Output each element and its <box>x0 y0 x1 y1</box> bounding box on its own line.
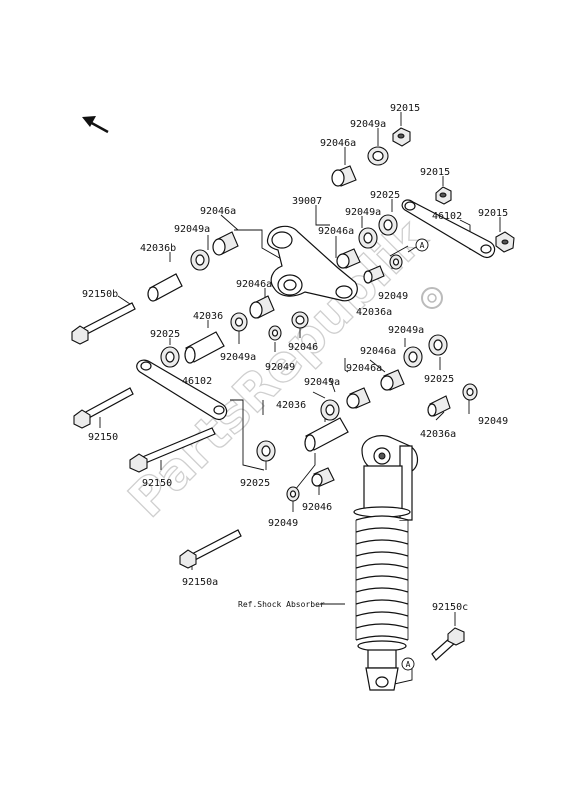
part-92046-bearing-c <box>291 311 309 329</box>
label-39007: 39007 <box>292 196 322 207</box>
svg-text:A: A <box>420 241 425 250</box>
part-92025-washer-low <box>256 440 276 462</box>
part-92015-nut-top <box>392 127 411 147</box>
part-92049-washer-right <box>462 383 478 401</box>
leader-lines <box>99 112 501 686</box>
direction-arrow-icon <box>82 116 109 134</box>
label-92049a-c: 92049a <box>220 352 256 363</box>
part-92049-washer-low <box>286 486 300 502</box>
label-92150a: 92150a <box>182 577 218 588</box>
part-42036a-sleeve-top <box>363 265 385 284</box>
part-92150-bolt-mid <box>129 427 216 473</box>
part-92046a-bearing-r1 <box>336 248 361 269</box>
part-92046a-bearing-top <box>331 165 357 187</box>
part-92049-washer-c <box>268 325 282 341</box>
label-92049a-r2: 92049a <box>388 325 424 336</box>
label-46102-left: 46102 <box>182 376 212 387</box>
label-92150-mid: 92150 <box>142 478 172 489</box>
label-92049a-left: 92049a <box>174 224 210 235</box>
marker-a-top: A <box>407 238 429 253</box>
label-92015-mid: 92015 <box>420 167 450 178</box>
label-92015-top: 92015 <box>390 103 420 114</box>
part-92049a-seal-r3 <box>320 399 340 421</box>
label-92046a-left: 92046a <box>200 206 236 217</box>
part-92015-nut-right <box>495 231 515 253</box>
part-42036b-sleeve <box>147 273 183 302</box>
part-92150-bolt-left <box>73 387 134 429</box>
part-92150b-bolt <box>71 302 136 345</box>
label-92046a-r3: 92046a <box>346 363 382 374</box>
label-92049-low: 92049 <box>268 518 298 529</box>
part-92015-nut-mid <box>435 186 452 205</box>
part-92049a-seal-r2 <box>403 346 423 368</box>
label-92049-r1: 92049 <box>378 291 408 302</box>
label-92046-c: 92046 <box>288 342 318 353</box>
part-42036-sleeve-left <box>184 331 225 364</box>
svg-text:A: A <box>406 660 411 669</box>
part-42036-sleeve-mid <box>304 417 349 452</box>
part-92049a-seal-r1 <box>358 227 378 249</box>
part-92046a-bearing-mid <box>249 295 275 319</box>
part-46102-link-right <box>401 199 496 258</box>
label-92025-right: 92025 <box>424 374 454 385</box>
label-42036-left: 42036 <box>193 311 223 322</box>
label-92049a-top: 92049a <box>350 119 386 130</box>
part-92150a-bolt <box>179 529 242 569</box>
marker-a-bottom: A <box>401 657 415 671</box>
part-39007-rocker-arm <box>266 225 358 302</box>
part-92049a-seal-top <box>367 146 389 166</box>
label-92049a-r1: 92049a <box>345 207 381 218</box>
label-92046a-mid: 92046a <box>236 279 272 290</box>
label-92025-left: 92025 <box>150 329 180 340</box>
part-92025-washer-top <box>378 214 398 236</box>
part-92049-washer-r1 <box>389 254 403 270</box>
label-ref-shock-absorber: Ref.Shock Absorber <box>238 600 325 609</box>
label-42036a-right: 42036a <box>420 429 456 440</box>
label-92046a-r2: 92046a <box>360 346 396 357</box>
label-92015-right: 92015 <box>478 208 508 219</box>
part-92025-washer-left <box>160 346 180 368</box>
label-92150-left: 92150 <box>88 432 118 443</box>
label-92150c: 92150c <box>432 602 468 613</box>
label-92049a-r3: 92049a <box>304 377 340 388</box>
label-92046a-r1: 92046a <box>318 226 354 237</box>
label-92025-top: 92025 <box>370 190 400 201</box>
part-46102-link-left <box>136 359 228 420</box>
part-92049a-seal-c <box>230 312 248 332</box>
label-92046a-top: 92046a <box>320 138 356 149</box>
part-92150c-bolt <box>431 627 465 661</box>
part-92046a-bearing-r2 <box>380 369 405 391</box>
label-46102-right: 46102 <box>432 211 462 222</box>
shock-spring <box>355 515 409 641</box>
label-42036b: 42036b <box>140 243 176 254</box>
label-92046-low: 92046 <box>302 502 332 513</box>
part-92046a-bearing-left <box>212 231 239 256</box>
label-92025-low: 92025 <box>240 478 270 489</box>
label-42036a-top: 42036a <box>356 307 392 318</box>
gear-icon <box>421 287 443 309</box>
label-92049-right: 92049 <box>478 416 508 427</box>
label-92150b: 92150b <box>82 289 118 300</box>
part-92049a-seal-left <box>190 249 210 271</box>
shock-absorber <box>353 435 419 691</box>
part-92046-bearing-low <box>311 467 335 487</box>
part-42036a-sleeve-right <box>427 395 451 417</box>
part-92046a-bearing-r3 <box>346 387 371 409</box>
label-42036-mid: 42036 <box>276 400 306 411</box>
part-92025-washer-right <box>428 334 448 356</box>
part-labels: 92015 92049a 92046a 92015 92025 46102 92… <box>82 103 508 613</box>
label-92049-c: 92049 <box>265 362 295 373</box>
